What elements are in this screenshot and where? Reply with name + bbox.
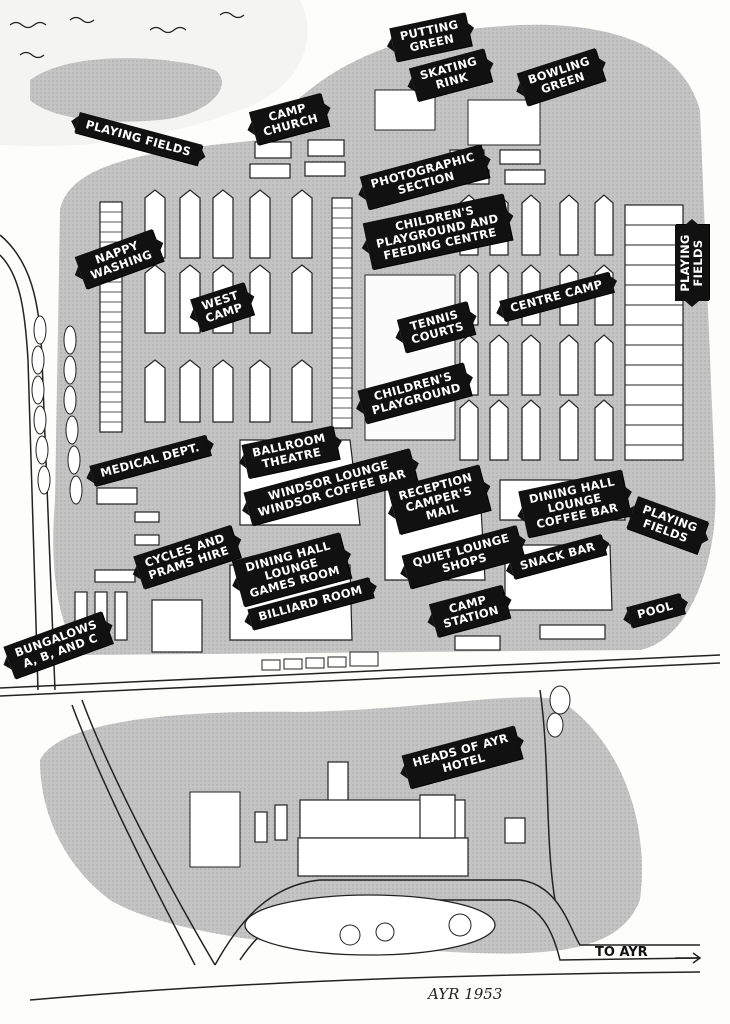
label-to-ayr: To AYR <box>595 945 648 960</box>
bowling-green-area <box>467 99 541 146</box>
railway <box>0 654 721 697</box>
chalet-hut <box>249 359 271 423</box>
right-trees <box>546 685 571 738</box>
chalet-hut <box>594 194 614 256</box>
shore-grey <box>30 58 222 122</box>
chalet-hut <box>489 399 509 461</box>
waves <box>9 11 245 59</box>
chalet-hut <box>291 189 313 259</box>
chalet-hut <box>559 399 579 461</box>
chalet-hut <box>144 264 166 334</box>
chalet-hut <box>521 334 541 396</box>
chalet-hut <box>521 399 541 461</box>
chalet-hut <box>459 399 479 461</box>
left-road <box>0 234 56 691</box>
front-lawn <box>244 894 496 956</box>
chalet-hut <box>559 194 579 256</box>
chalet-hut <box>594 334 614 396</box>
chalet-hut <box>489 334 509 396</box>
arrow-right-icon <box>675 952 702 964</box>
chalet-hut <box>559 334 579 396</box>
chalet-hut <box>291 359 313 423</box>
car-park <box>189 791 241 868</box>
year-note: AYR 1953 <box>428 985 503 1003</box>
train <box>261 651 379 671</box>
hedge-bushes <box>31 315 83 505</box>
chalet-hut <box>291 264 313 334</box>
lawn-trees <box>339 913 472 946</box>
right-block <box>624 204 684 461</box>
chalet-hut <box>594 399 614 461</box>
chalet-hut <box>144 359 166 423</box>
chalet-hut <box>249 189 271 259</box>
chalet-hut <box>179 359 201 423</box>
chalet-hut <box>212 189 234 259</box>
chalet-hut <box>212 359 234 423</box>
chalet-hut <box>249 264 271 334</box>
chalet-hut <box>521 194 541 256</box>
chalet-hut <box>179 189 201 259</box>
hotel-building <box>254 761 526 877</box>
label-playing-fields-right: PLAYING FIELDS <box>675 225 709 301</box>
